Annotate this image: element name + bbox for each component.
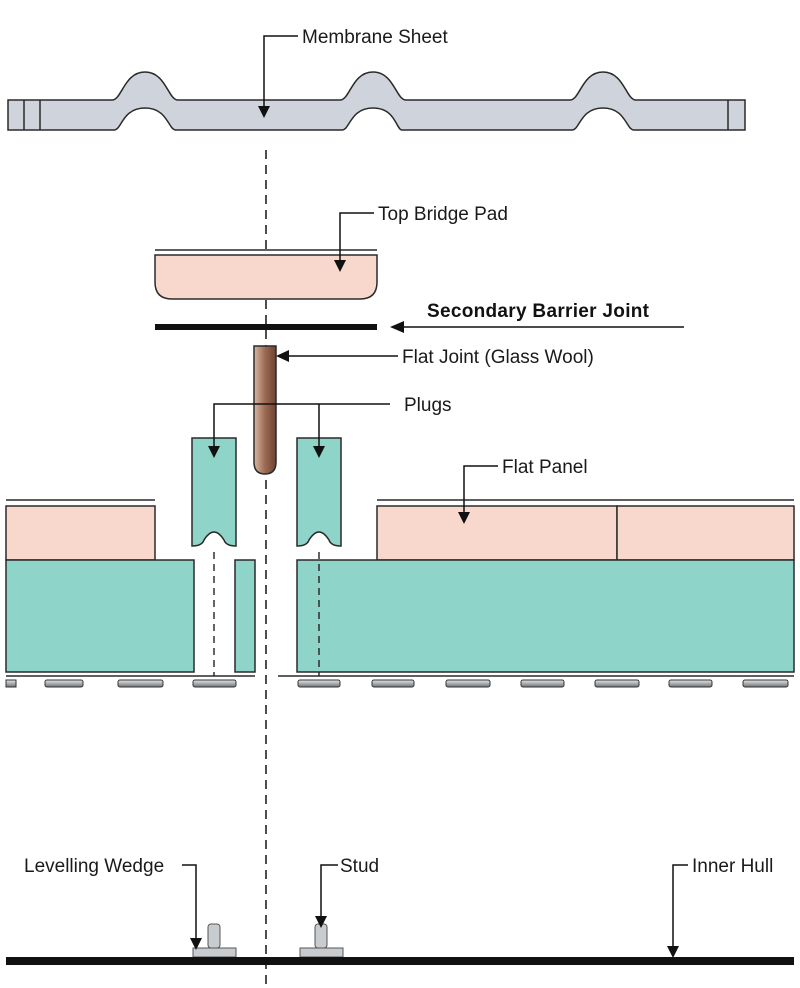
leader-top-bridge-pad: [339, 212, 374, 262]
plug-right: [296, 437, 342, 547]
membrane-sheet-body: [7, 71, 746, 131]
leader-stud: [320, 864, 338, 918]
label-inner-hull: Inner Hull: [692, 856, 773, 877]
resin-pads: [5, 679, 789, 688]
leader-levelling-wedge: [182, 864, 197, 940]
resin-pad: [192, 679, 237, 688]
resin-pad: [44, 679, 84, 688]
label-stud: Stud: [340, 856, 379, 877]
label-flat-panel: Flat Panel: [502, 457, 588, 478]
resin-pad: [742, 679, 789, 688]
flat-panel-right-foam-1: [376, 505, 618, 561]
arrow-plug-right: [313, 446, 325, 458]
arrow-stud: [315, 916, 327, 928]
resin-pad: [117, 679, 164, 688]
top-bridge-pad: [154, 249, 378, 300]
arrow-secondary-barrier-joint: [390, 321, 404, 333]
flat-panel-left-foam: [5, 505, 156, 561]
leader-flat-panel: [463, 465, 498, 514]
resin-pad: [520, 679, 565, 688]
arrow-inner-hull: [667, 946, 679, 958]
leader-plugs: [213, 403, 390, 448]
label-secondary-barrier-joint: Secondary Barrier Joint: [427, 301, 650, 322]
leaders: [182, 35, 688, 948]
flat-joint-glass-wool: [253, 345, 277, 475]
inner-hull: [6, 957, 794, 965]
label-membrane-sheet: Membrane Sheet: [302, 27, 448, 48]
inner-hull-assembly: [6, 923, 794, 965]
label-levelling-wedge: Levelling Wedge: [24, 856, 164, 877]
resin-pad: [297, 679, 341, 688]
levelling-wedge-post: [207, 923, 221, 949]
flat-panel-right-foam-2: [616, 505, 795, 561]
arrow-top-bridge-pad: [334, 260, 346, 272]
flat-panel-right: [278, 499, 795, 677]
label-plugs: Plugs: [404, 395, 452, 416]
resin-pad: [445, 679, 491, 688]
flat-panel-left-plywood: [5, 559, 195, 673]
flat-panel-left-plywood-strip: [234, 559, 256, 673]
arrow-membrane-sheet: [258, 106, 270, 118]
resin-pad: [5, 679, 17, 688]
stud-base: [299, 947, 344, 958]
flat-panel-right-plywood: [296, 559, 795, 673]
arrow-flat-joint: [276, 350, 289, 362]
label-top-bridge-pad: Top Bridge Pad: [378, 204, 508, 225]
membrane-sheet: [7, 71, 746, 131]
plug-left: [191, 437, 237, 547]
arrow-levelling-wedge: [190, 938, 202, 950]
resin-pad: [668, 679, 713, 688]
resin-pad: [371, 679, 415, 688]
levelling-wedge-base: [192, 947, 237, 958]
arrowheads: [190, 106, 679, 958]
leader-inner-hull: [672, 864, 688, 948]
leader-membrane-sheet: [263, 35, 298, 108]
top-bridge-pad-body: [154, 254, 378, 300]
flat-panel-left: [5, 499, 256, 677]
resin-pad: [594, 679, 640, 688]
arrow-flat-panel: [458, 512, 470, 524]
label-flat-joint: Flat Joint (Glass Wool): [402, 347, 594, 368]
arrow-plug-left: [208, 446, 220, 458]
